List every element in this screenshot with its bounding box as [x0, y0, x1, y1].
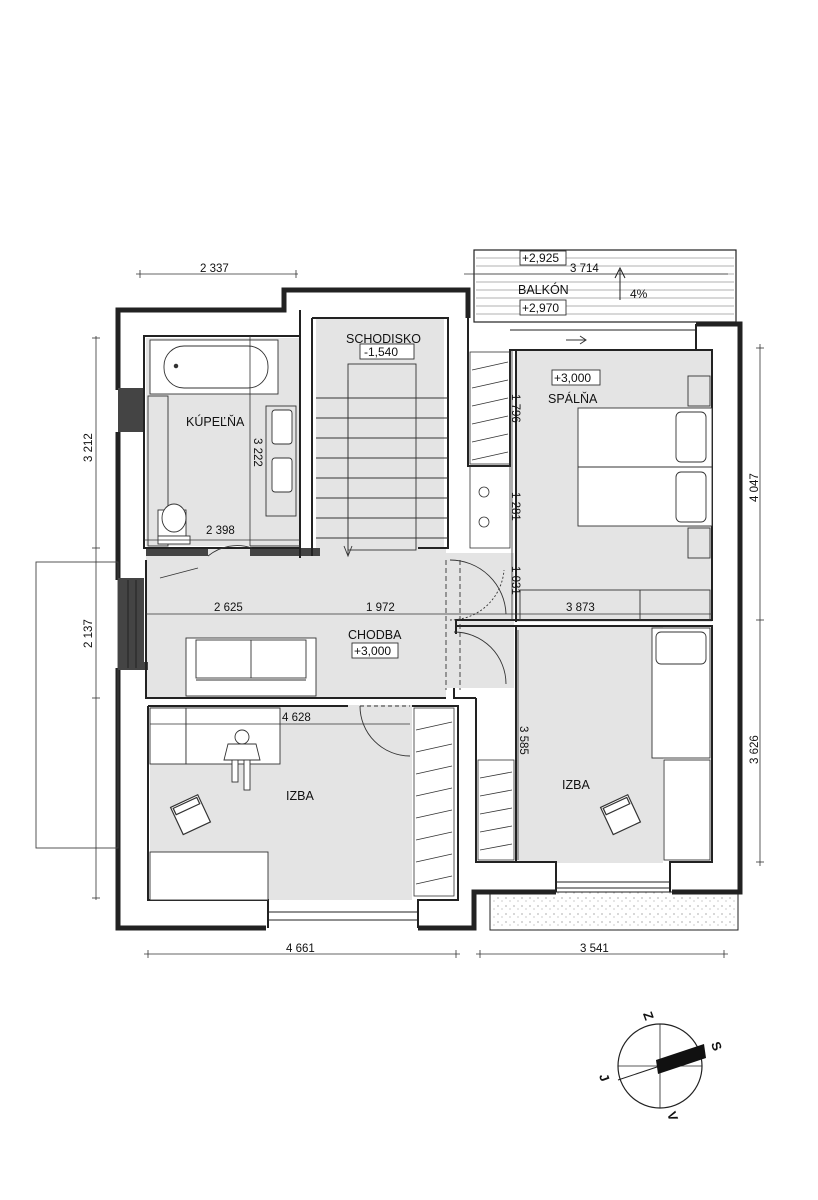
- room-label-spalna: SPÁLŇA: [548, 391, 598, 406]
- dim-left-upper: 3 212: [83, 433, 95, 462]
- dim-spalna-v3: 1 031: [509, 566, 521, 595]
- room-label-izba-right: IZBA: [562, 778, 590, 792]
- room-label-balkon: BALKÓN: [518, 282, 569, 297]
- dim-kupelna-horizontal: 2 398: [206, 525, 235, 537]
- level-schodisko: -1,540: [364, 345, 398, 359]
- room-label-kupelna: KÚPEĽŇA: [186, 414, 245, 429]
- room-label-schodisko: SCHODISKO: [346, 332, 421, 346]
- dim-left-lower: 2 137: [83, 619, 95, 648]
- dim-spalna-v1: 1 796: [509, 394, 521, 423]
- desk-area: [149, 707, 281, 901]
- floor-fills: [146, 318, 712, 900]
- dim-balkon-width: 3 714: [570, 263, 599, 275]
- dim-spalna-v2: 1 281: [509, 492, 521, 521]
- compass: S J Z V: [596, 1010, 725, 1124]
- level-chodba: +3,000: [354, 644, 391, 658]
- dim-chodba-mid: 1 972: [366, 602, 395, 614]
- wall-blocks: [118, 388, 320, 670]
- compass-j: J: [596, 1072, 613, 1084]
- bathroom-fixtures: [147, 339, 300, 547]
- compass-v: V: [664, 1110, 681, 1124]
- dim-chodba-right: 3 873: [566, 602, 595, 614]
- dim-bottom-right: 3 541: [580, 943, 609, 955]
- windows: [127, 321, 696, 921]
- compass-s: S: [708, 1040, 725, 1054]
- dim-izba-left-width: 4 628: [282, 712, 311, 724]
- dim-right-upper: 4 047: [749, 473, 761, 502]
- compass-z: Z: [640, 1010, 657, 1023]
- dimension-lines: [92, 270, 764, 958]
- terrace: [489, 891, 739, 931]
- stairs: [316, 363, 448, 558]
- wardrobe-hatch: [469, 351, 511, 549]
- level-balkon-top: +2,925: [522, 251, 559, 265]
- armchairs: [169, 793, 642, 836]
- dim-top-left: 2 337: [200, 263, 229, 275]
- level-boxes: [351, 250, 601, 659]
- dim-bottom-left: 4 661: [286, 943, 315, 955]
- corridor-wardrobe: [413, 707, 515, 897]
- sofa: [185, 637, 317, 697]
- dim-chodba-left: 2 625: [214, 602, 243, 614]
- single-bed: [651, 627, 711, 861]
- doors: [159, 545, 507, 757]
- dim-kupelna-vertical: 3 222: [251, 438, 263, 467]
- entry-arrow: [566, 335, 587, 345]
- dim-right-lower: 3 626: [749, 735, 761, 764]
- double-bed: [519, 375, 713, 621]
- level-balkon-bottom: +2,970: [522, 301, 559, 315]
- balkon-slope: 4%: [630, 287, 648, 301]
- room-label-chodba: CHODBA: [348, 628, 402, 642]
- room-label-izba-left: IZBA: [286, 789, 314, 803]
- dim-izba-right-vertical: 3 585: [517, 726, 529, 755]
- balcony: [473, 249, 737, 323]
- level-spalna: +3,000: [554, 371, 591, 385]
- external-frame: [35, 561, 119, 849]
